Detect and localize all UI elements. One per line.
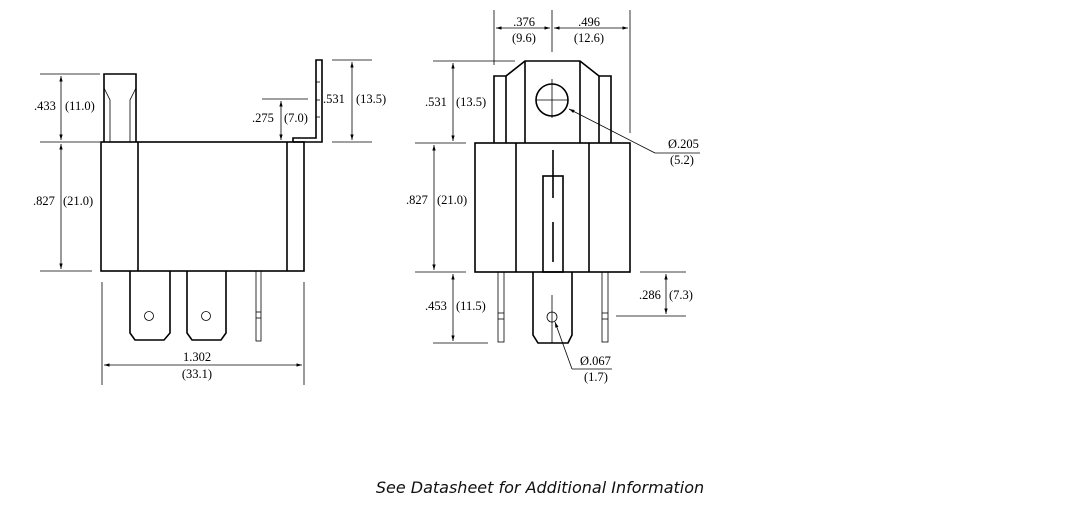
dim-left-width-in: .376: [513, 15, 535, 29]
bottom-terminal-1: [129, 271, 171, 341]
bottom-pin: [255, 270, 262, 342]
dim-mount-hole-dia-in: Ø.205: [668, 137, 699, 151]
dim-overall-width-mm: (33.1): [182, 367, 212, 381]
front-bracket: [505, 60, 600, 77]
dim-front-bracket-height-mm: (13.5): [456, 95, 486, 109]
dim-terminal-height-mm: (11.0): [65, 99, 95, 113]
dim-right-width-in: .496: [578, 15, 600, 29]
dim-bracket-height-mm: (13.5): [356, 92, 386, 106]
bottom-terminal-2: [186, 271, 227, 341]
side-body: [100, 141, 305, 272]
dim-pin-hole-dia-in: Ø.067: [580, 354, 611, 368]
dim-pin-hole-dia-mm: (1.7): [584, 370, 608, 384]
top-terminal: [103, 73, 137, 142]
dim-bracket-offset-mm: (7.0): [284, 111, 308, 125]
front-pin-left: [497, 271, 505, 343]
dim-body-height-mm: (21.0): [63, 194, 93, 208]
dim-short-pin-length-mm: (7.3): [669, 288, 693, 302]
footer-note: See Datasheet for Additional Information: [375, 478, 705, 497]
side-view: .433 (11.0) .827 (21.0) .275 (7.0) .531 …: [33, 59, 386, 385]
dim-bracket-height-in: .531: [323, 92, 345, 106]
dim-overall-width-in: 1.302: [183, 350, 211, 364]
front-pin-right: [601, 271, 609, 343]
dim-pin-length-in: .453: [425, 299, 447, 313]
dim-short-pin-length-in: .286: [639, 288, 661, 302]
dim-bracket-offset-in: .275: [252, 111, 274, 125]
dim-right-width-mm: (12.6): [574, 31, 604, 45]
dim-front-body-height-mm: (21.0): [437, 193, 467, 207]
dim-left-width-mm: (9.6): [512, 31, 536, 45]
dim-mount-hole-dia-mm: (5.2): [670, 153, 694, 167]
dim-terminal-height-in: .433: [34, 99, 56, 113]
front-center-terminal: [532, 272, 573, 344]
dim-pin-length-mm: (11.5): [456, 299, 486, 313]
pin-hole: [546, 311, 558, 323]
dim-body-height-in: .827: [33, 194, 55, 208]
dim-front-bracket-height-in: .531: [425, 95, 447, 109]
side-bracket: [292, 59, 323, 143]
front-view: .376 (9.6) .496 (12.6) .531 (13.5) .827 …: [406, 10, 700, 384]
dim-front-body-height-in: .827: [406, 193, 428, 207]
